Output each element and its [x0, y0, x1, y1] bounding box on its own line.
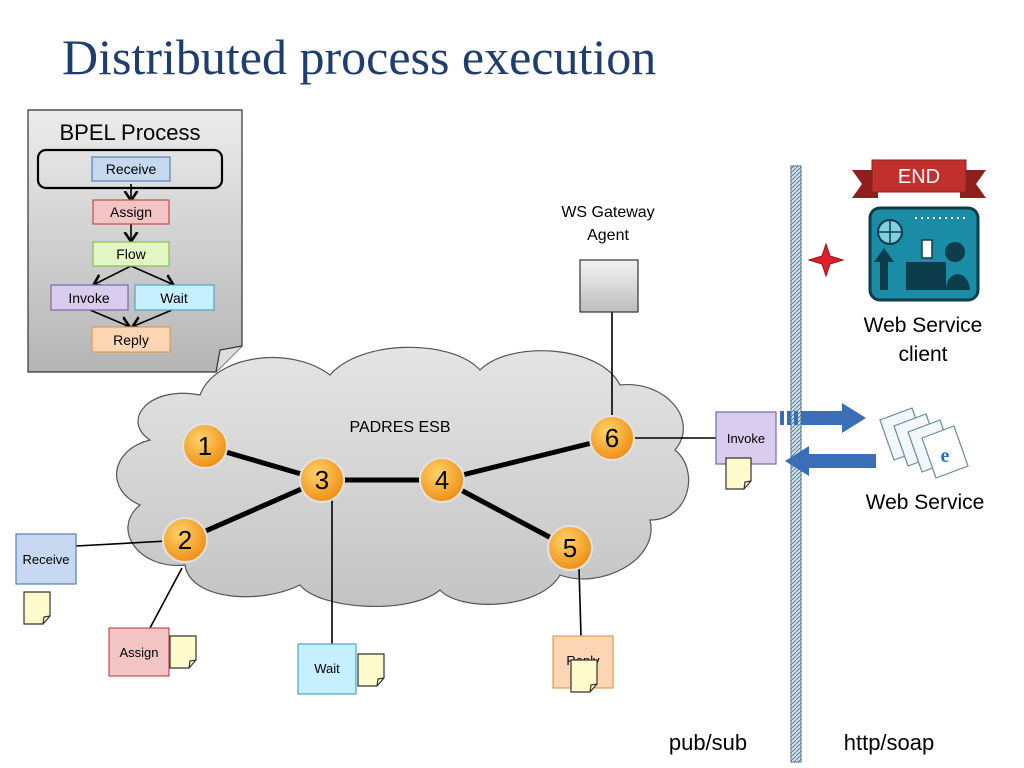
wait-agent-label: Wait	[314, 661, 340, 676]
bpel-reply-box	[91, 326, 171, 353]
document-icon	[169, 635, 197, 669]
broker-3: 3	[299, 457, 345, 503]
bpel-assign-label: Assign	[110, 204, 152, 220]
broker-2-label: 2	[178, 525, 192, 555]
receive-agent: Receive	[15, 533, 77, 625]
bpel-wait-box	[134, 284, 215, 311]
receive-agent-label: Receive	[23, 552, 70, 567]
bpel-flow-label: Flow	[116, 246, 146, 262]
bpel-process-panel: BPEL Process Receive Assign Flow Invoke …	[27, 109, 243, 373]
bpel-invoke-box	[50, 284, 129, 311]
web-service-icon: e	[879, 407, 969, 479]
invoke-agent-label: Invoke	[727, 431, 765, 446]
bpel-invoke-label: Invoke	[68, 290, 109, 306]
slide-title: Distributed process execution	[62, 29, 657, 85]
end-label: END	[898, 166, 940, 188]
broker-5-label: 5	[563, 533, 577, 563]
web-service-client-label-line1: Web Service	[864, 314, 983, 337]
star-icon	[807, 242, 845, 278]
broker-4: 4	[419, 457, 465, 503]
broker-4-label: 4	[435, 465, 449, 495]
bpel-heading: BPEL Process	[59, 120, 200, 145]
request-arrow	[780, 403, 866, 433]
svg-text:e: e	[941, 445, 950, 467]
web-service-client-label-line2: client	[898, 343, 947, 366]
bpel-flow-box	[92, 241, 170, 267]
pubsub-label: pub/sub	[669, 730, 747, 755]
end-ribbon: END	[852, 159, 986, 198]
response-arrow	[785, 446, 876, 476]
broker-6: 6	[589, 415, 635, 461]
document-icon	[23, 591, 51, 625]
receive-loop-frame	[36, 148, 224, 190]
document-icon	[725, 457, 752, 490]
esb-label: PADRES ESB	[349, 419, 450, 436]
padres-esb-cloud: PADRES ESB	[116, 346, 690, 608]
assign-agent: Assign	[108, 627, 197, 677]
bpel-receive-label: Receive	[106, 161, 157, 177]
gateway-box	[579, 259, 639, 313]
broker-3-label: 3	[315, 465, 329, 495]
document-icon	[570, 659, 598, 693]
broker-2: 2	[162, 517, 208, 563]
broker-6-label: 6	[605, 423, 619, 453]
broker-5: 5	[547, 525, 593, 571]
invoke-agent: Invoke	[715, 411, 777, 490]
broker-1-label: 1	[198, 431, 212, 461]
web-service-label: Web Service	[866, 491, 985, 514]
httpsoap-label: http/soap	[844, 730, 935, 755]
gateway-label-line2: Agent	[587, 227, 629, 244]
reply-agent: Reply	[552, 635, 614, 693]
bpel-assign-box	[92, 199, 170, 225]
gateway-label-line1: WS Gateway	[561, 204, 654, 221]
broker-1: 1	[182, 423, 228, 469]
bpel-receive-box	[91, 156, 171, 182]
wait-agent: Wait	[297, 643, 385, 695]
bpel-wait-label: Wait	[160, 290, 188, 306]
bpel-reply-label: Reply	[113, 332, 149, 348]
assign-agent-label: Assign	[119, 645, 158, 660]
ws-gateway-agent: WS Gateway Agent	[561, 204, 655, 313]
document-icon	[357, 653, 385, 687]
web-service-client-icon	[868, 206, 980, 302]
